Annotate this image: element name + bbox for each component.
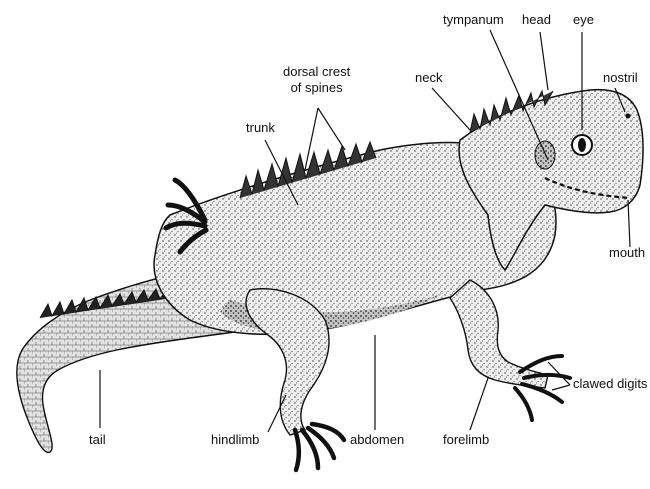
label-forelimb: forelimb (443, 432, 489, 448)
label-trunk: trunk (246, 120, 275, 136)
label-dorsal-crest-line2: of spines (283, 80, 350, 96)
forelimb-shape (450, 280, 548, 388)
label-head: head (522, 12, 551, 28)
label-mouth: mouth (609, 245, 645, 261)
hind-claws (295, 424, 344, 470)
label-neck: neck (415, 70, 442, 86)
label-tympanum: tympanum (443, 12, 504, 28)
hindlimb-shape (246, 289, 329, 435)
tympanum-shape (535, 141, 555, 169)
label-tail: tail (89, 432, 106, 448)
label-eye: eye (573, 12, 594, 28)
label-abdomen: abdomen (350, 432, 404, 448)
label-hindlimb: hindlimb (211, 432, 259, 448)
nostril-shape (626, 114, 631, 119)
label-nostril: nostril (603, 70, 638, 86)
label-clawed-digits: clawed digits (573, 376, 647, 392)
label-dorsal-crest: dorsal crest of spines (283, 64, 350, 96)
label-dorsal-crest-line1: dorsal crest (283, 64, 350, 80)
